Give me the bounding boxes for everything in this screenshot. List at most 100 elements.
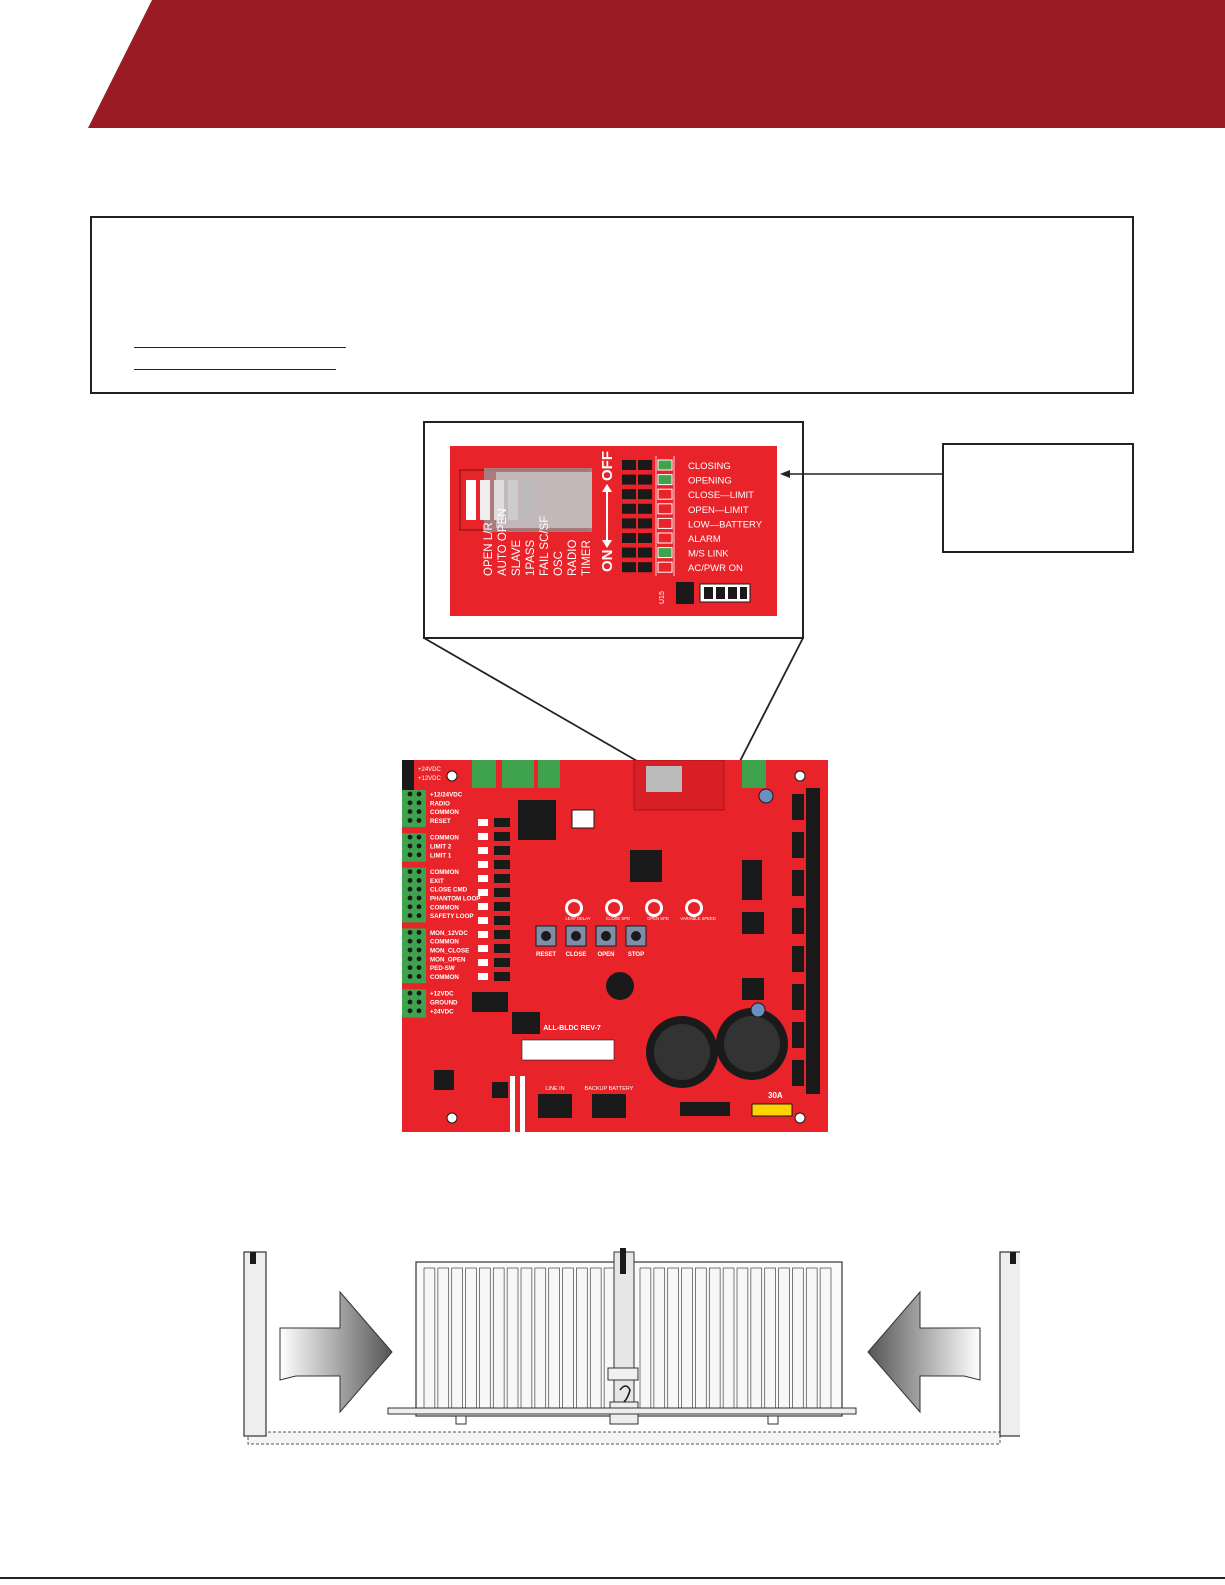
screw-terminal-icon [416,886,422,892]
screw-terminal-icon [407,895,413,901]
gate-picket [764,1267,776,1409]
zoom-frame [423,421,804,639]
led-label: LOW—BATTERY [688,519,763,530]
fuse-icon [751,1103,793,1117]
led-label: M/S LINK [688,549,729,560]
transistor-icon [494,930,510,939]
terminal-label: EXIT [430,878,444,885]
terminal-label: COMMON [430,904,459,911]
screw-terminal-icon [407,938,413,944]
power-label: +24VDC [418,767,442,773]
screw-terminal-icon [416,938,422,944]
diode-icon [478,945,488,952]
potentiometer-icon [608,902,620,914]
potentiometer-icon [688,902,700,914]
gate-picket [562,1267,574,1409]
terminal-block [402,928,426,984]
right-gate-leaf [631,1261,843,1417]
battery-connector [592,1094,626,1118]
switch-label: 1PASS [525,539,537,576]
transistor-icon [494,860,510,869]
screw-terminal-icon [416,999,422,1005]
terminal-label: LIMIT 1 [430,852,452,859]
switch-label: RADIO [567,540,579,576]
line-in-label: LINE IN [545,1086,564,1092]
control-board: +24VDC+12VDC +12/24VDCRADIOCOMMONRESETCO… [402,760,828,1132]
screw-terminal-icon [416,956,422,962]
transistor-icon [494,818,510,827]
resistor-icon [622,547,636,558]
screw-terminal-icon [407,999,413,1005]
arrow-left-icon [867,1290,981,1414]
transistor-icon [494,944,510,953]
blank-line-1 [134,347,346,348]
status-led-icon [657,561,673,573]
gate-picket [805,1267,818,1409]
screw-terminal-icon [407,886,413,892]
terminal-label: LIMIT 2 [430,844,452,851]
terminal-label: SAFETY LOOP [430,913,474,920]
gate-picket [437,1267,450,1409]
push-button-icon [601,931,611,941]
resistor-icon [638,547,652,558]
screw-terminal-icon [407,965,413,970]
gate-picket [423,1267,436,1409]
screw-terminal-icon [407,1008,413,1014]
terminal-block [402,867,426,923]
on-off-arrow-icon [602,484,612,548]
gate-picket [534,1267,547,1409]
screw-terminal-icon [407,956,413,962]
resistor-icon [638,489,652,500]
buzzer-icon [606,972,634,1000]
screw-terminal-icon [407,947,413,953]
led-label: OPEN—LIMIT [688,505,749,516]
gate-picket [819,1267,832,1409]
top-terminal-blocks [472,760,766,788]
screw-terminal-icon [416,818,422,823]
gate-picket [681,1267,693,1409]
button-label: OPEN [597,952,614,958]
led-label: CLOSE—LIMIT [688,490,754,501]
gate-picket [750,1267,763,1409]
screw-terminal-icon [407,913,413,918]
push-button-icon [571,931,581,941]
switch-label: OPEN L/R [483,522,495,576]
screw-terminal-icon [416,947,422,953]
resistor-icon [622,533,636,543]
terminal-label: GROUND [430,1000,458,1007]
mcu-chip-icon [630,850,662,882]
screw-terminal-icon [407,834,413,840]
screw-terminal-icon [407,852,413,858]
gate-picket [695,1267,707,1409]
gate-picket [667,1267,679,1409]
led-label: OPENING [688,476,732,487]
led-label: AC/PWR ON [688,563,743,574]
status-led-icon [657,532,673,544]
button-label: STOP [628,952,644,958]
terminal-label: MON_CLOSE [430,948,469,955]
status-led-icon [657,488,673,500]
transistor-icon [494,888,510,897]
screw-terminal-icon [416,904,422,910]
gate-picket [451,1267,463,1409]
screw-terminal-icon [416,1008,422,1014]
gate-picket [548,1267,560,1409]
gate-picket [708,1267,721,1409]
screw-terminal-icon [416,974,422,979]
fuse-label: 30A [768,1091,783,1100]
screw-terminal-icon [407,791,413,797]
pot-label: OPEN SPD [647,916,669,921]
led-label: ALARM [688,534,721,545]
diode-icon [478,861,488,868]
pot-label: CLOSE SPD [606,916,630,921]
on-label: ON [599,550,616,573]
resistor-icon [638,533,652,543]
gate-picket [589,1267,602,1409]
gate-picket [603,1267,616,1409]
left-gate-leaf [415,1261,627,1417]
diode-icon [478,903,488,910]
blank-line-2 [134,369,336,370]
switch-label: AUTO OPEN [497,508,509,576]
status-led-icon [657,474,673,486]
